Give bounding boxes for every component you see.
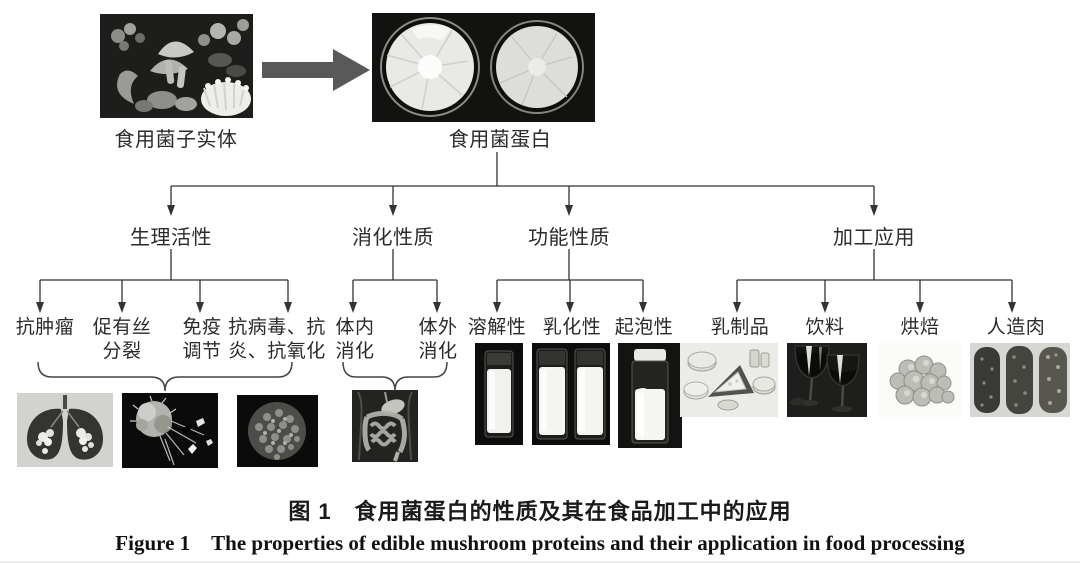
leaf-mitogenic: 促有丝 分裂	[92, 317, 152, 362]
label-mushroom-protein: 食用菌蛋白	[448, 129, 552, 151]
leaf-foaming: 起泡性	[614, 317, 674, 338]
dairy-products-photo	[680, 343, 778, 417]
lungs-photo	[17, 393, 113, 467]
bottom-divider	[0, 561, 1080, 563]
branch-functional-properties: 功能性质	[528, 227, 610, 249]
baked-goods-photo	[878, 343, 962, 417]
leaf-antiviral-antiinflammatory-antioxidant: 抗病毒、抗 炎、抗氧化	[228, 317, 326, 362]
leaf-in-vivo-digestion: 体内 消化	[335, 317, 375, 362]
leaf-emulsification: 乳化性	[542, 317, 602, 338]
leaf-immunoregulation: 免疫 调节	[182, 317, 222, 362]
wine-glasses-photo	[787, 343, 867, 417]
leaf-artificial-meat: 人造肉	[986, 317, 1046, 338]
label-mushroom-fruiting-body: 食用菌子实体	[114, 129, 238, 151]
leaf-anti-tumor: 抗肿瘤	[15, 317, 75, 338]
mushroom-fruiting-bodies-photo	[100, 14, 253, 118]
virus-particle-photo	[237, 395, 318, 467]
artificial-meat-photo	[970, 343, 1070, 417]
branch-physiological-activity: 生理活性	[130, 227, 212, 249]
caption-chinese: 图 1 食用菌蛋白的性质及其在食品加工中的应用	[288, 499, 792, 524]
branch-processing-applications: 加工应用	[833, 227, 915, 249]
branch-digestive-properties: 消化性质	[352, 227, 434, 249]
leaf-beverages: 饮料	[805, 317, 845, 338]
emulsification-vials-photo	[532, 343, 610, 445]
protein-petri-dishes-photo	[372, 13, 595, 122]
leaf-baking: 烘焙	[900, 317, 940, 338]
leaf-solubility: 溶解性	[467, 317, 527, 338]
arrowhead-icons	[36, 205, 1016, 313]
digestive-system-photo	[352, 390, 418, 462]
leaf-in-vitro-digestion: 体外 消化	[418, 317, 458, 362]
caption-english: Figure 1 The properties of edible mushro…	[115, 531, 965, 555]
solubility-vial-photo	[475, 343, 523, 445]
group-brace-icons	[37, 361, 448, 392]
transform-arrow-icon	[262, 49, 370, 91]
mitotic-cell-photo	[122, 393, 218, 468]
leaf-dairy-products: 乳制品	[710, 317, 770, 338]
foaming-vial-photo	[618, 343, 682, 448]
